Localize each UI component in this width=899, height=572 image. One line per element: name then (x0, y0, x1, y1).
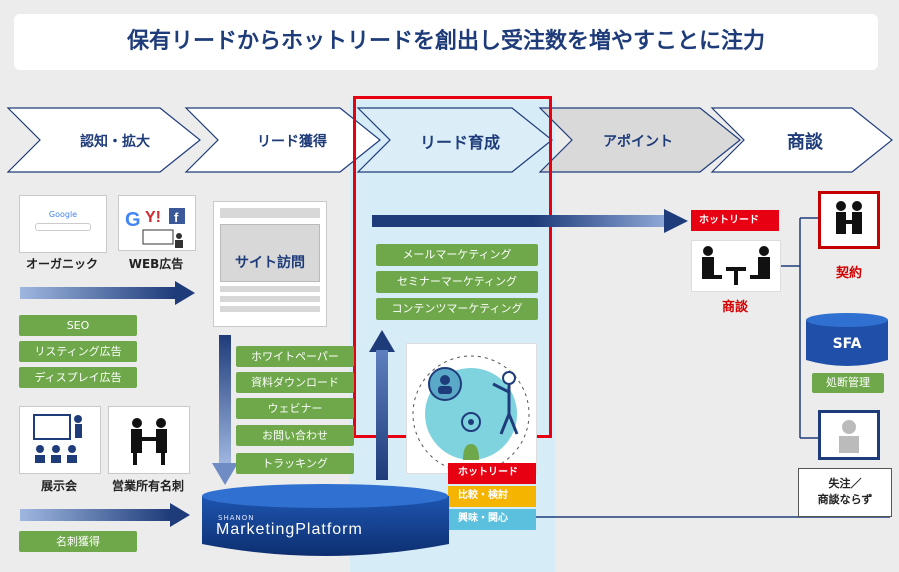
nurture-item-content: コンテンツマーケティング (376, 298, 538, 320)
google-logo-icon: Google (48, 210, 78, 219)
flow-arrow-awareness-1 (20, 281, 195, 305)
meeting-icon (702, 246, 770, 285)
site-line (220, 286, 320, 292)
flow-arrow-down (212, 335, 238, 485)
handshake-icon (131, 418, 167, 465)
web-ad-thumbnail: G Y! f (118, 195, 196, 251)
contract-handshake-icon (836, 201, 862, 234)
person-silhouette-icon (839, 420, 859, 453)
stage-chevron-1 (6, 107, 201, 173)
acq-item-inquiry: お問い合わせ (236, 425, 354, 446)
organic-label: オーガニック (25, 257, 98, 271)
flow-arrow-up (369, 330, 395, 480)
lead-stack-hot: ホットリード (448, 463, 536, 484)
stage-chevron-3 (356, 107, 553, 173)
ad-item-seo: SEO (19, 315, 137, 336)
meeting-thumbnail (691, 240, 781, 292)
presentation-icon (33, 414, 82, 463)
contract-label: 契約 (835, 266, 862, 281)
stage-label-appointment: アポイント (603, 134, 673, 150)
flow-arrow-awareness-2 (20, 503, 190, 527)
nurture-item-seminar: セミナーマーケティング (376, 271, 538, 293)
title-box (14, 14, 878, 70)
site-visit-card (213, 201, 327, 327)
expo-label: 展示会 (40, 479, 77, 493)
stage-label-nurturing: リード育成 (419, 133, 500, 152)
contract-card (818, 191, 880, 249)
site-hero-block (220, 224, 320, 282)
web-ad-label: WEB広告 (128, 257, 184, 271)
stage-chevron-5 (710, 107, 893, 173)
bizcard-label: 営業所有名刺 (111, 479, 184, 493)
acq-item-whitepaper: ホワイトペーパー (236, 346, 354, 367)
site-line (220, 296, 320, 302)
stage-chevron-4 (538, 107, 741, 173)
site-visit-label: サイト訪問 (235, 255, 305, 271)
stage-chevrons (6, 107, 893, 173)
ad-item-display: ディスプレイ広告 (19, 367, 137, 388)
page-title: 保有リードからホットリードを創出し受注数を増やすことに注力 (126, 29, 765, 54)
site-line (220, 306, 320, 312)
sfa-db (806, 313, 888, 366)
svg-text:Y!: Y! (145, 209, 161, 226)
svg-text:G: G (125, 209, 141, 231)
expo-thumbnail (19, 406, 101, 474)
flow-arrow-hotlead (372, 209, 688, 233)
platform-brand-big: MarketingPlatform (216, 521, 363, 538)
stage-label-awareness: 認知・拡大 (80, 134, 150, 150)
bizcard-thumbnail (108, 406, 190, 474)
ad-logos-icon: G Y! f (125, 208, 185, 248)
acq-item-download: 資料ダウンロード (236, 372, 354, 393)
platform-brand-small: SHANON (218, 514, 255, 522)
nurture-item-email: メールマーケティング (376, 244, 538, 266)
lost-card (818, 410, 880, 460)
marketing-platform-db (202, 484, 449, 556)
lead-stack-interest: 興味・関心 (448, 509, 536, 530)
acq-item-webinar: ウェビナー (236, 398, 354, 419)
stage-label-deal: 商談 (787, 132, 823, 153)
appointment-hot-lead: ホットリード (691, 210, 779, 231)
ad-item-listing: リスティング広告 (19, 341, 137, 362)
acq-item-tracking: トラッキング (236, 453, 354, 474)
svg-text:f: f (174, 210, 179, 225)
lost-label: 失注／ 商談ならず (798, 468, 892, 517)
lead-stack-compare: 比較・検討 (448, 486, 536, 507)
sfa-tag: 処断管理 (812, 373, 884, 393)
site-header-bar (220, 208, 320, 218)
stage-label-acquisition: リード獲得 (257, 134, 327, 150)
sfa-label: SFA (832, 336, 862, 352)
growth-gear-icon (412, 355, 530, 473)
google-thumbnail: Google (19, 195, 107, 253)
search-bar-icon (35, 223, 91, 231)
nurture-illustration (406, 343, 537, 474)
bizcard-tag: 名刺獲得 (19, 531, 137, 552)
meeting-label: 商談 (721, 300, 748, 315)
stage-chevron-2 (184, 107, 381, 173)
